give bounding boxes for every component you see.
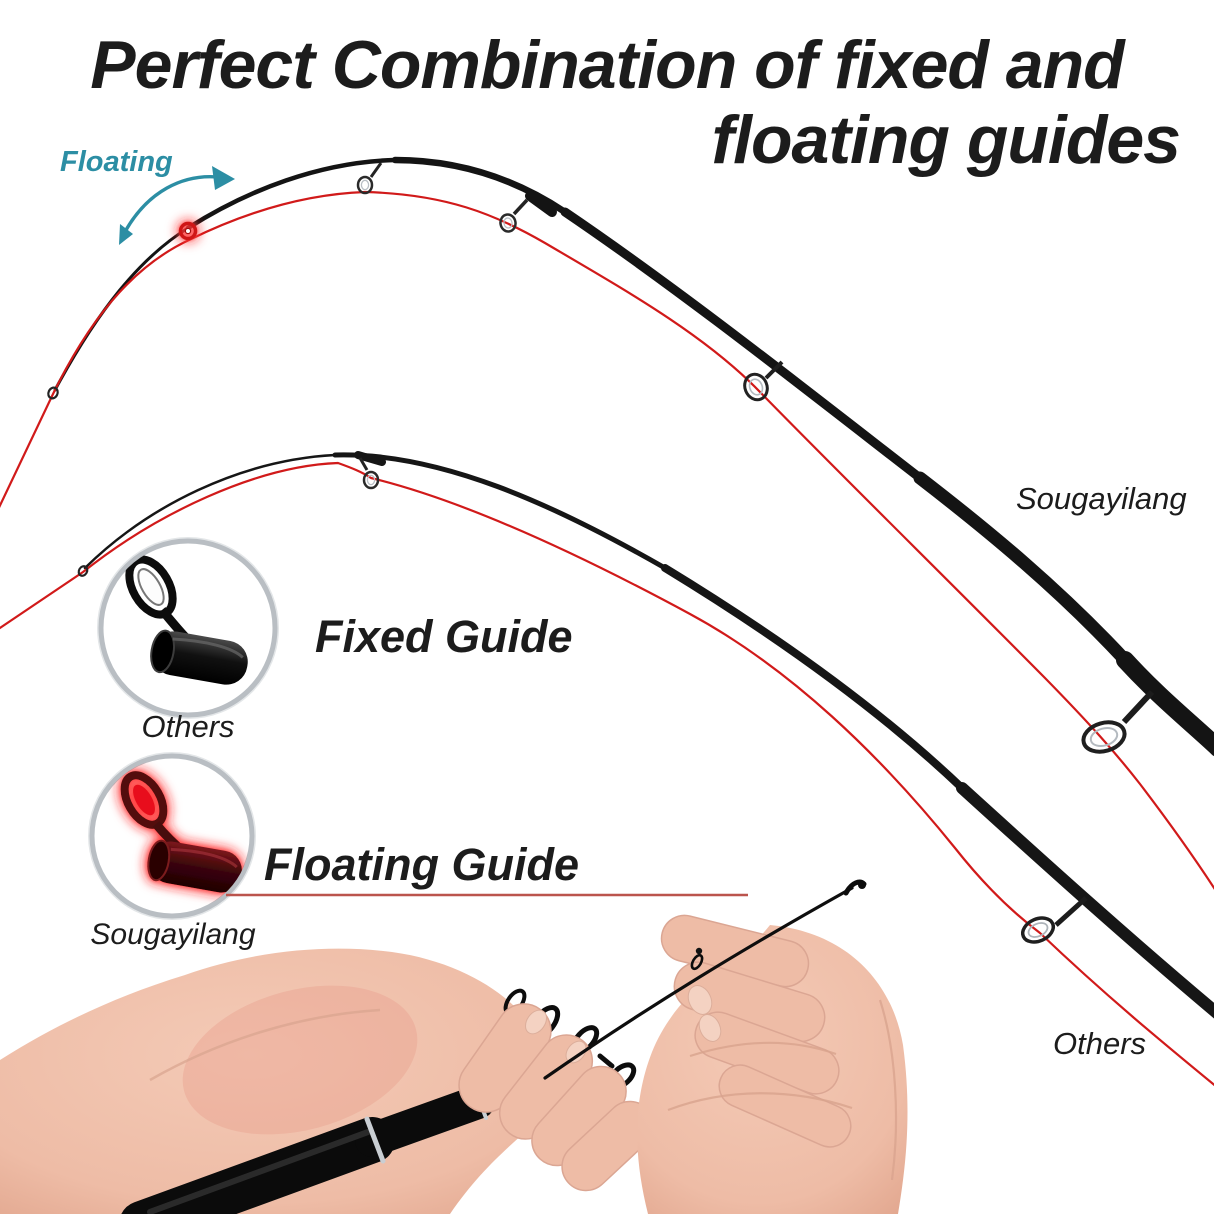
left-hand <box>0 948 556 1214</box>
bottom-rod-brand-label: Others <box>1053 1026 1147 1061</box>
floating-guide-inset <box>88 752 256 920</box>
floating-guide-photo-icon <box>120 771 242 893</box>
tip-top-icon <box>843 879 867 896</box>
rod-tip-section <box>543 879 867 1080</box>
fixed-guide-ring-icon <box>356 162 383 195</box>
bottom-rod-guides <box>77 457 1088 944</box>
fixed-guide-inset <box>97 537 279 719</box>
fixed-guide-ring-icon <box>743 360 784 402</box>
fixed-guide-ring-icon <box>1081 689 1155 754</box>
fingernail-icon <box>687 985 713 1015</box>
floating-label: Floating <box>60 146 173 178</box>
bottom-rod-fishing-line <box>0 461 1214 1087</box>
top-rod-guides <box>47 162 1155 754</box>
fixed-guide-photo-icon <box>125 555 248 685</box>
title-line2: floating guides <box>711 102 1181 178</box>
fixed-guide-ring-icon <box>358 457 380 490</box>
floating-motion-arrow-icon <box>119 166 235 245</box>
top-rod <box>53 156 1214 757</box>
fixed-guide-ring-icon <box>499 198 529 233</box>
top-rod-brand-label: Sougayilang <box>1016 481 1187 516</box>
floating-guide-caption: Sougayilang <box>90 918 256 951</box>
title-line1: Perfect Combination of fixed and <box>90 27 1124 103</box>
tip-top-guide-icon <box>47 386 59 400</box>
bottom-rod <box>83 451 1214 1019</box>
fixed-guide-ring-icon <box>1020 896 1088 944</box>
fixed-guide-caption: Others <box>141 709 235 744</box>
tip-top-guide-icon <box>77 565 89 577</box>
floating-guide-red-icon <box>178 221 198 241</box>
fixed-guide-heading: Fixed Guide <box>315 611 573 662</box>
fingernail-icon <box>698 1014 722 1042</box>
tip-guide-icon <box>690 947 704 971</box>
floating-guide-heading: Floating Guide <box>264 839 579 890</box>
fingernail-icon <box>525 1009 547 1035</box>
right-hand <box>637 914 908 1214</box>
